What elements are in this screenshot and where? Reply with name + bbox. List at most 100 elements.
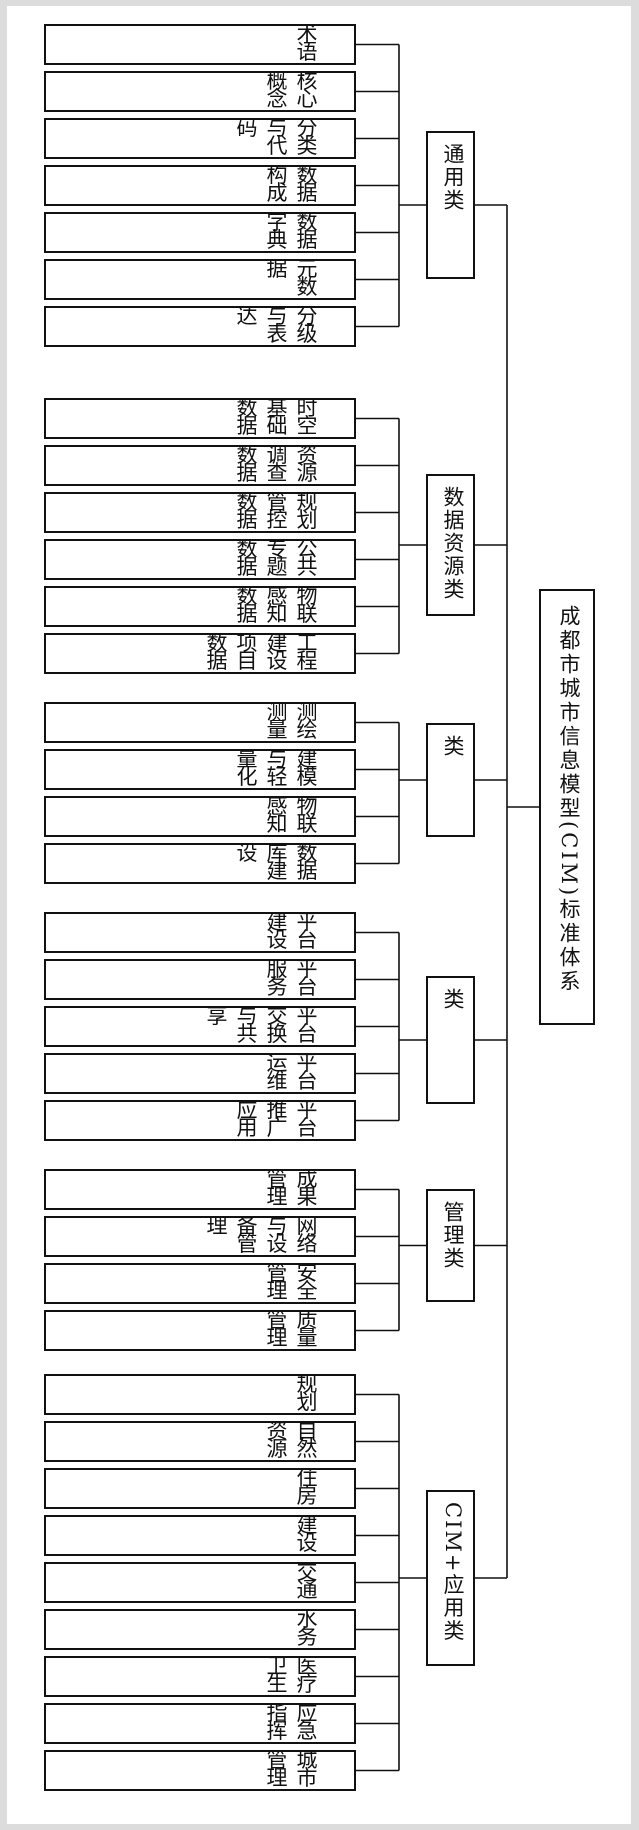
leaf-label-char: 台	[296, 975, 318, 999]
leaf-label-char: 工	[296, 633, 318, 655]
leaf-label-char: 建	[266, 859, 288, 883]
leaf-label-char: 管	[236, 1232, 258, 1256]
leaf-label-char: 设	[266, 1232, 288, 1256]
leaf-node: 平台推广应用	[44, 1100, 356, 1141]
leaf-label-char: 础	[266, 414, 288, 438]
category-node: 获取处理类	[426, 723, 475, 837]
leaf-label-char: 疗	[296, 1672, 318, 1696]
leaf-label-char: 平	[296, 1100, 318, 1122]
leaf-label-char: 设	[296, 1531, 318, 1555]
root-node: 成都市城市信息模型(CIM)标准体系	[539, 589, 595, 1025]
leaf-label-char: 建	[266, 912, 288, 934]
leaf-label-char: 维	[266, 1069, 288, 1093]
leaf-label-char: 建	[296, 749, 318, 771]
leaf-label-char: 数	[236, 586, 258, 608]
leaf-label-char: 成	[296, 1169, 318, 1191]
leaf-node: 质量管理	[44, 1310, 356, 1351]
leaf-node: 自然资源	[44, 1421, 356, 1462]
leaf-node: 元数据	[44, 259, 356, 300]
leaf-label-char: 交	[266, 1006, 288, 1028]
leaf-node: 交通	[44, 1562, 356, 1603]
leaf-node: 数据构成	[44, 165, 356, 206]
leaf-label-char: 全	[296, 1279, 318, 1303]
leaf-label-char: 设	[266, 928, 288, 952]
category-label: 通用类	[441, 143, 465, 212]
leaf-label-char: 卫	[266, 1656, 288, 1678]
leaf-label-char: 源	[296, 461, 318, 485]
leaf-label-char: 管	[266, 1310, 288, 1332]
leaf-label-char: 挥	[266, 1719, 288, 1743]
leaf-node: 测绘测量	[44, 702, 356, 743]
leaf-label-char: 城	[296, 1750, 318, 1772]
leaf-label-char: 平	[296, 912, 318, 934]
leaf-label-char: 共	[236, 1022, 258, 1046]
leaf-label-char: 台	[296, 1069, 318, 1093]
leaf-label-char: 据	[236, 414, 258, 438]
leaf-label-char: 据	[296, 181, 318, 205]
leaf-label-char: 据	[206, 649, 228, 673]
category-node: CIM+应用类	[426, 1490, 475, 1666]
leaf-label-char: 台	[296, 1022, 318, 1046]
leaf-label-char: 物	[296, 586, 318, 608]
leaf-label-char: 分	[296, 306, 318, 328]
leaf-label-char: 测	[296, 702, 318, 724]
leaf-label-char: 平	[296, 1053, 318, 1075]
leaf-node: 公共专题数据	[44, 539, 356, 580]
category-label: 管理类	[441, 1201, 465, 1270]
leaf-label-char: 绘	[296, 718, 318, 742]
leaf-label-char: 设	[236, 843, 258, 865]
leaf-label-char: 量	[296, 1326, 318, 1350]
leaf-label-char: 量	[236, 749, 258, 771]
leaf-node: 分类与代码	[44, 118, 356, 159]
category-label: 数据资源类	[441, 486, 465, 601]
leaf-label-char: 用	[236, 1116, 258, 1140]
leaf-label-char: 安	[296, 1263, 318, 1285]
leaf-label-char: 查	[266, 461, 288, 485]
leaf-label-char: 管	[266, 1263, 288, 1285]
leaf-node: 分级与表达	[44, 306, 356, 347]
leaf-label-char: 备	[236, 1216, 258, 1238]
leaf-label-char: 调	[266, 445, 288, 467]
leaf-label-char: 数	[296, 843, 318, 865]
leaf-label-char: 理	[266, 1326, 288, 1350]
leaf-label-char: 台	[296, 1116, 318, 1140]
leaf-label-char: 换	[266, 1022, 288, 1046]
leaf-label-char: 据	[236, 508, 258, 532]
leaf-label-char: 知	[266, 812, 288, 836]
leaf-node: 建设	[44, 1515, 356, 1556]
leaf-label-char: 念	[266, 87, 288, 111]
leaf-label-char: 物	[296, 796, 318, 818]
leaf-label-char: 理	[206, 1216, 228, 1238]
leaf-label-char: 量	[266, 718, 288, 742]
leaf-label-char: 数	[296, 275, 318, 299]
leaf-label-char: 平	[296, 1006, 318, 1028]
leaf-node: 资源调查数据	[44, 445, 356, 486]
leaf-label-char: 广	[266, 1116, 288, 1140]
leaf-node: 城市管理	[44, 1750, 356, 1791]
leaf-node: 物联感知数据	[44, 586, 356, 627]
leaf-label-char: 数	[296, 165, 318, 187]
leaf-node: 平台运维	[44, 1053, 356, 1094]
leaf-label-char: 联	[296, 602, 318, 626]
category-node: 管理类	[426, 1189, 475, 1302]
leaf-node: 工程建设项目数据	[44, 633, 356, 674]
leaf-label-char: 化	[236, 765, 258, 789]
leaf-label-char: 元	[296, 259, 318, 281]
leaf-label-char: 控	[266, 508, 288, 532]
leaf-label-char: 享	[206, 1006, 228, 1028]
leaf-label-char: 达	[236, 306, 258, 328]
category-label: CIM+应用类	[441, 1502, 465, 1643]
leaf-label-char: 果	[296, 1185, 318, 1209]
category-label: 获取处理类	[441, 735, 473, 827]
root-node-label: 成都市城市信息模型(CIM)标准体系	[557, 605, 581, 995]
leaf-label-char: 码	[236, 118, 258, 140]
leaf-node: 网络与设备管理	[44, 1216, 356, 1257]
leaf-label-char: 管	[266, 1750, 288, 1772]
leaf-label-char: 与	[266, 118, 288, 140]
category-node: 通用类	[426, 131, 475, 279]
leaf-label-char: 市	[296, 1766, 318, 1790]
leaf-label-char: 交	[296, 1562, 318, 1584]
leaf-label-char: 据	[236, 602, 258, 626]
leaf-label-char: 服	[266, 959, 288, 981]
